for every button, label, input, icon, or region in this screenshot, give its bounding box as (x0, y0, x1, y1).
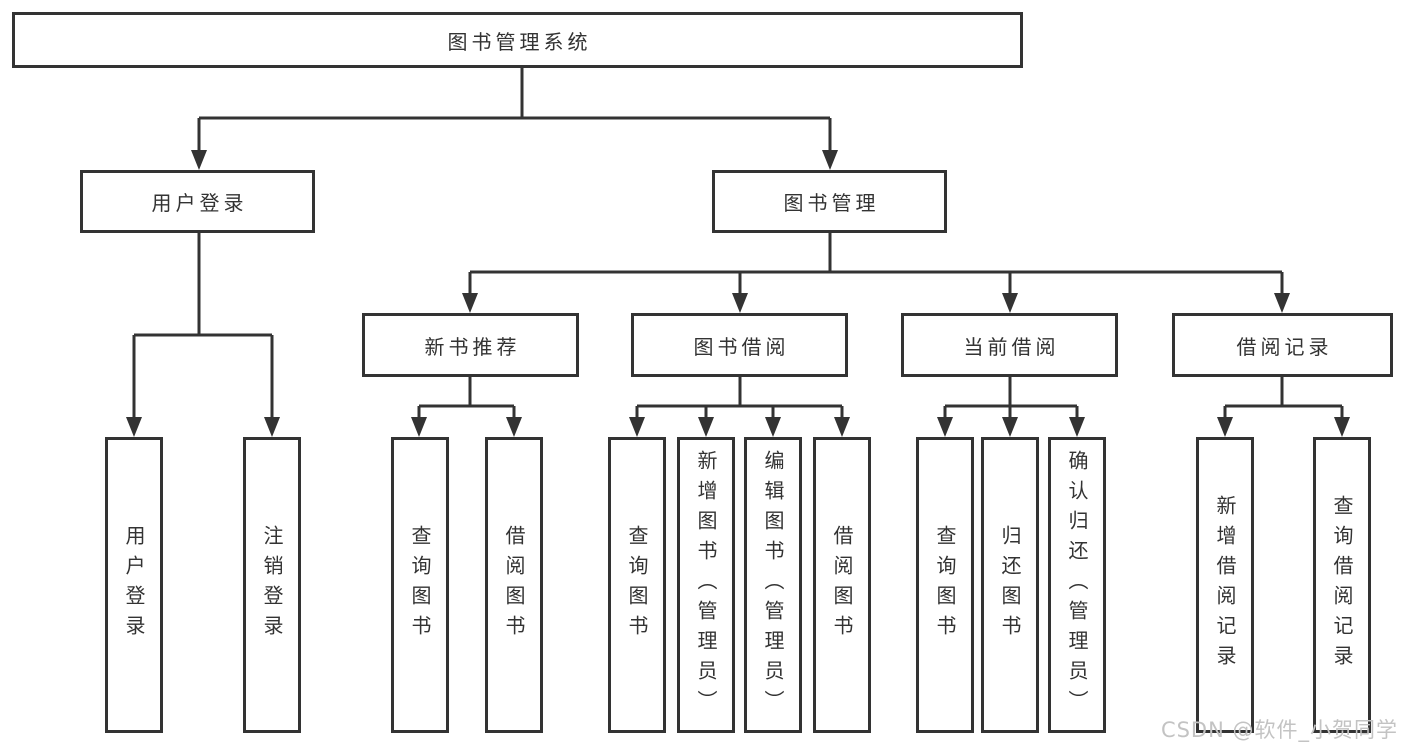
leaf-add-book-admin: 新增图书（管理员） (677, 437, 735, 733)
leaf-logout-label: 注销登录 (260, 525, 284, 645)
leaf-logout: 注销登录 (243, 437, 301, 733)
leaf-confirm-return-admin-label: 确认归还（管理员） (1065, 450, 1089, 720)
node-user-login: 用户登录 (80, 170, 315, 233)
leaf-user-login-label: 用户登录 (122, 525, 146, 645)
leaf-confirm-return-admin: 确认归还（管理员） (1048, 437, 1106, 733)
leaf-add-book-admin-label: 新增图书（管理员） (694, 450, 718, 720)
tree-edges (132, 68, 1344, 420)
node-book-borrowing: 图书借阅 (631, 313, 848, 377)
leaf-query-books-recommend-label: 查询图书 (408, 525, 432, 645)
leaf-borrow-books-recommend: 借阅图书 (485, 437, 543, 733)
node-new-book-recommend: 新书推荐 (362, 313, 579, 377)
leaf-add-borrow-record-label: 新增借阅记录 (1213, 495, 1237, 675)
leaf-query-borrow-record: 查询借阅记录 (1313, 437, 1371, 733)
leaf-borrow-books: 借阅图书 (813, 437, 871, 733)
leaf-return-book: 归还图书 (981, 437, 1039, 733)
leaf-return-book-label: 归还图书 (998, 525, 1022, 645)
leaf-edit-book-admin-label: 编辑图书（管理员） (761, 450, 785, 720)
leaf-query-books-borrow: 查询图书 (608, 437, 666, 733)
node-book-management: 图书管理 (712, 170, 947, 233)
leaf-borrow-books-recommend-label: 借阅图书 (502, 525, 526, 645)
leaf-user-login: 用户登录 (105, 437, 163, 733)
node-root: 图书管理系统 (12, 12, 1023, 68)
leaf-query-borrow-record-label: 查询借阅记录 (1330, 495, 1354, 675)
leaf-borrow-books-label: 借阅图书 (830, 525, 854, 645)
leaf-query-books-current: 查询图书 (916, 437, 974, 733)
csdn-watermark: CSDN @软件_小贺同学 (1160, 718, 1398, 742)
leaf-add-borrow-record: 新增借阅记录 (1196, 437, 1254, 733)
leaf-query-books-recommend: 查询图书 (391, 437, 449, 733)
leaf-edit-book-admin: 编辑图书（管理员） (744, 437, 802, 733)
node-current-borrowing: 当前借阅 (901, 313, 1118, 377)
arrowheads (126, 150, 1350, 437)
leaf-query-books-current-label: 查询图书 (933, 525, 957, 645)
node-borrowing-records: 借阅记录 (1172, 313, 1393, 377)
leaf-query-books-borrow-label: 查询图书 (625, 525, 649, 645)
